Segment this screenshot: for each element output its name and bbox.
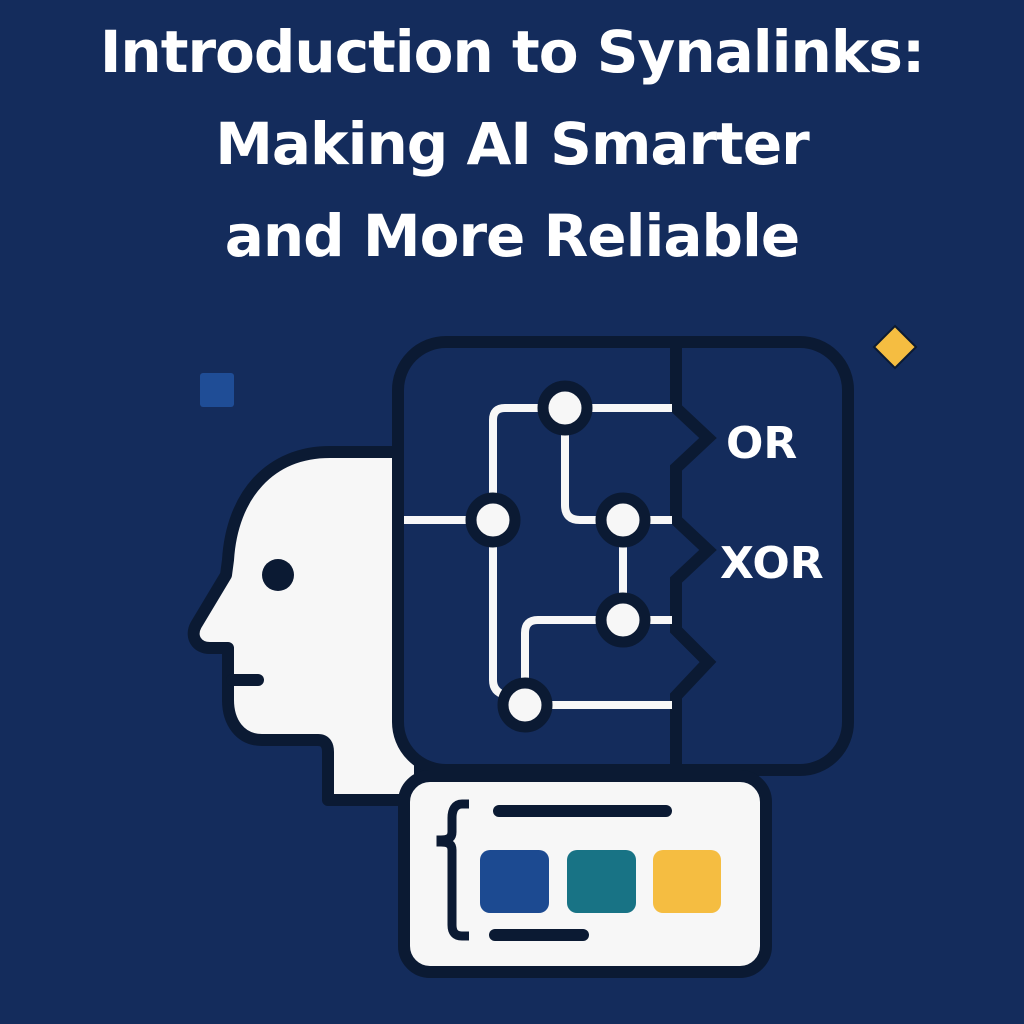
title-line-2: Making AI Smarter (215, 110, 810, 178)
blue-block (480, 850, 549, 913)
blue-square-accent-icon (200, 373, 234, 407)
circuit-node (497, 677, 553, 733)
yellow-block (653, 850, 721, 913)
eye-icon (262, 559, 294, 591)
or-gate-label: OR (726, 418, 797, 469)
teal-block (567, 850, 636, 913)
human-head-profile-icon (187, 446, 426, 806)
circuit-node (465, 492, 521, 548)
title-line-3: and More Reliable (224, 202, 800, 270)
circuit-node (595, 592, 651, 648)
logic-circuit-panel-icon: OR XOR (392, 336, 854, 776)
xor-gate-label: XOR (720, 538, 824, 589)
circuit-node (537, 380, 593, 436)
circuit-node (595, 492, 651, 548)
page-title: Introduction to Synalinks: Making AI Sma… (0, 6, 1024, 282)
yellow-diamond-accent-icon (872, 324, 918, 370)
curly-brace-icon (436, 799, 469, 941)
title-line-1: Introduction to Synalinks: (99, 18, 925, 86)
json-data-card-icon (398, 770, 772, 978)
